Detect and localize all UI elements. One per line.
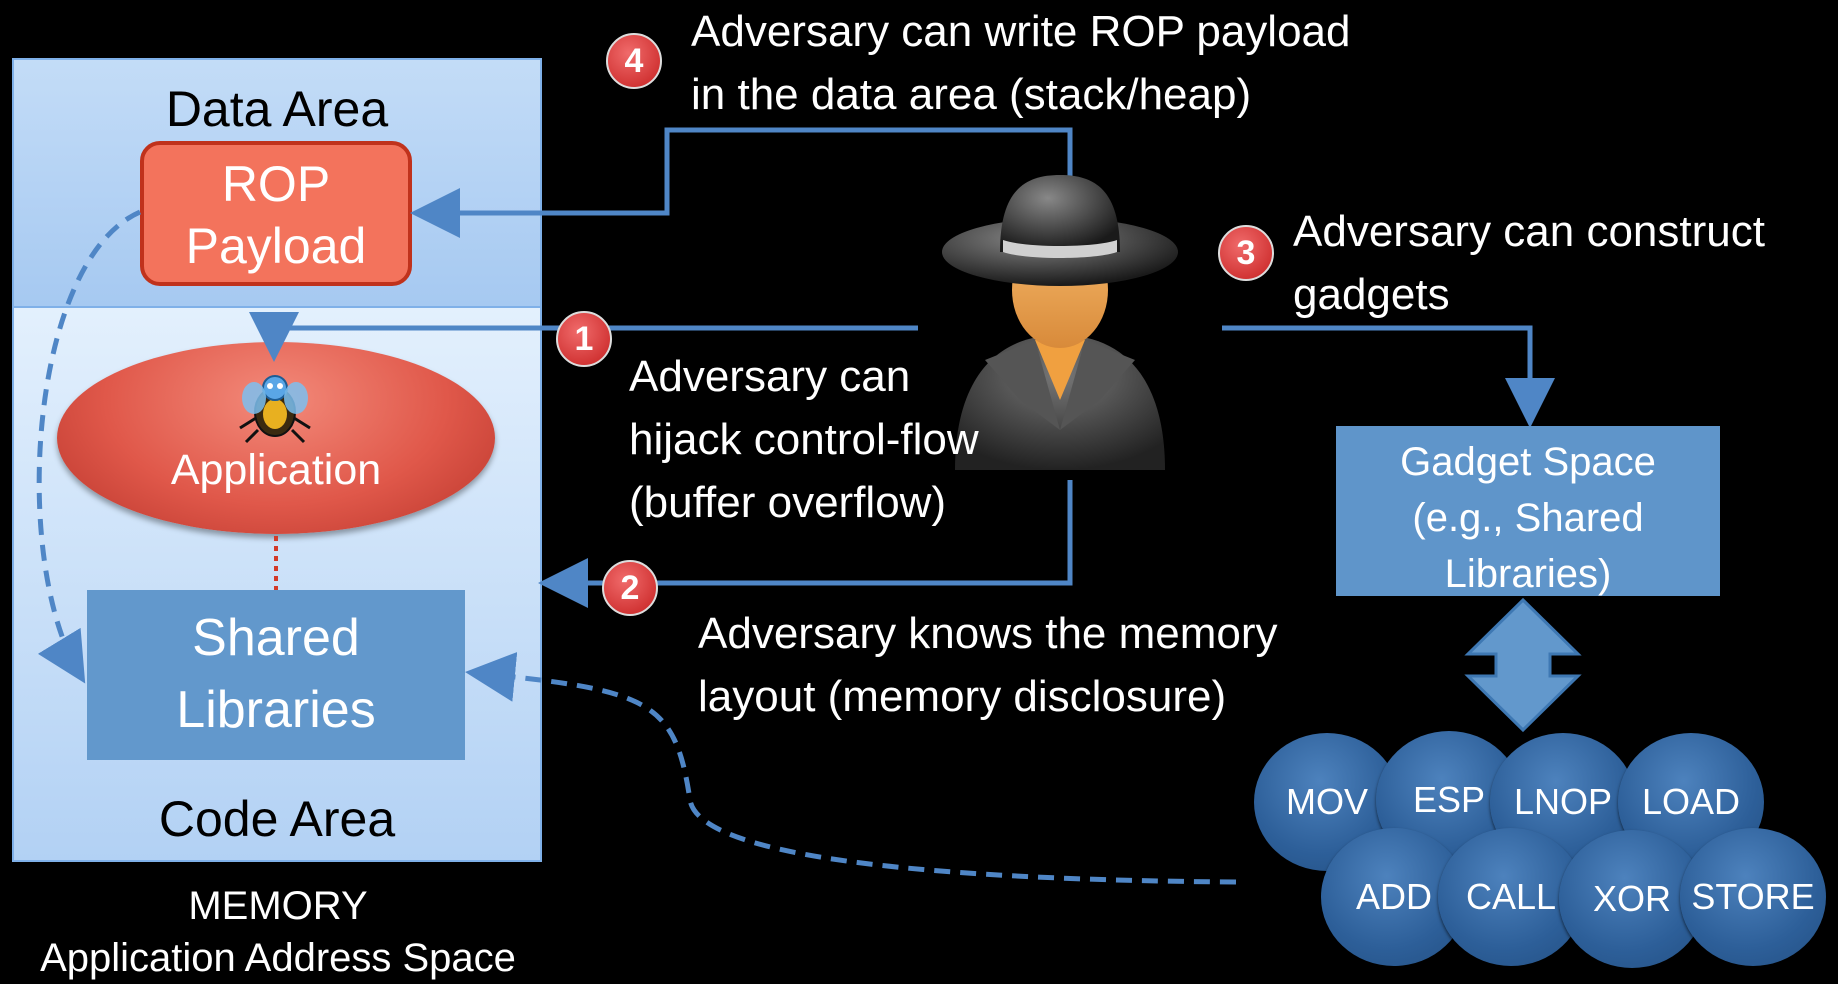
application-label: Application [170,446,382,494]
step-4-line-1: Adversary can write ROP payload [691,7,1351,56]
data-area-label: Data Area [165,81,389,137]
step-1-line-3: (buffer overflow) [629,478,947,527]
gadget-call: CALL [1438,828,1584,966]
shared-libraries-line-1: Shared [192,609,360,667]
rop-payload-box: ROP Payload [140,141,412,286]
dashed-rop-to-shared [36,209,142,684]
step-2-line-1: Adversary knows the memory [698,609,1278,658]
rop-payload-line-2: Payload [185,218,367,274]
step-3-caption: Adversary can construct gadgets [1293,200,1765,326]
shared-libraries-line-2: Libraries [176,681,376,739]
step-1-line-2: hijack control-flow [629,415,979,464]
arrow-step-2 [538,480,1073,608]
step-3-line-1: Adversary can construct [1293,207,1765,256]
step-2-caption: Adversary knows the memory layout (memor… [698,602,1278,728]
step-3-line-2: gadgets [1293,270,1450,319]
step-4-line-2: in the data area (stack/heap) [691,70,1252,119]
rop-payload-line-1: ROP [221,156,331,212]
code-area-label: Code Area [158,791,396,847]
gadget-store: STORE [1680,828,1826,966]
step-2-line-2: layout (memory disclosure) [698,672,1227,721]
shared-libraries-box: Shared Libraries [87,590,465,760]
gadget-space-line-2: (e.g., Shared [1412,496,1644,540]
memory-caption-line-1: MEMORY [188,884,368,928]
step-3-badge: 3 [1218,225,1274,281]
memory-caption: MEMORY Application Address Space [0,880,556,984]
step-4-caption: Adversary can write ROP payload in the d… [691,0,1350,126]
memory-caption-line-2: Application Address Space [40,936,516,980]
step-4-badge: 4 [606,33,662,89]
arrow-step-3 [1222,325,1555,428]
arrow-step-1 [249,312,918,362]
arrow-step-4 [410,127,1073,238]
step-1-badge: 1 [556,311,612,367]
dashed-gadgets-to-shared [465,651,1237,885]
spy-icon [942,175,1178,470]
application-ellipse [57,342,495,534]
gadget-space-line-1: Gadget Space [1400,440,1656,484]
memory-box [12,58,542,862]
double-arrow [1464,597,1582,733]
gadget-space-box: Gadget Space (e.g., Shared Libraries) [1336,426,1720,596]
bug-icon [239,375,311,444]
step-2-badge: 2 [602,560,658,616]
step-1-line-1: Adversary can [629,352,911,401]
gadget-space-line-3: Libraries) [1444,552,1612,596]
step-1-caption: Adversary can hijack control-flow (buffe… [629,345,979,534]
